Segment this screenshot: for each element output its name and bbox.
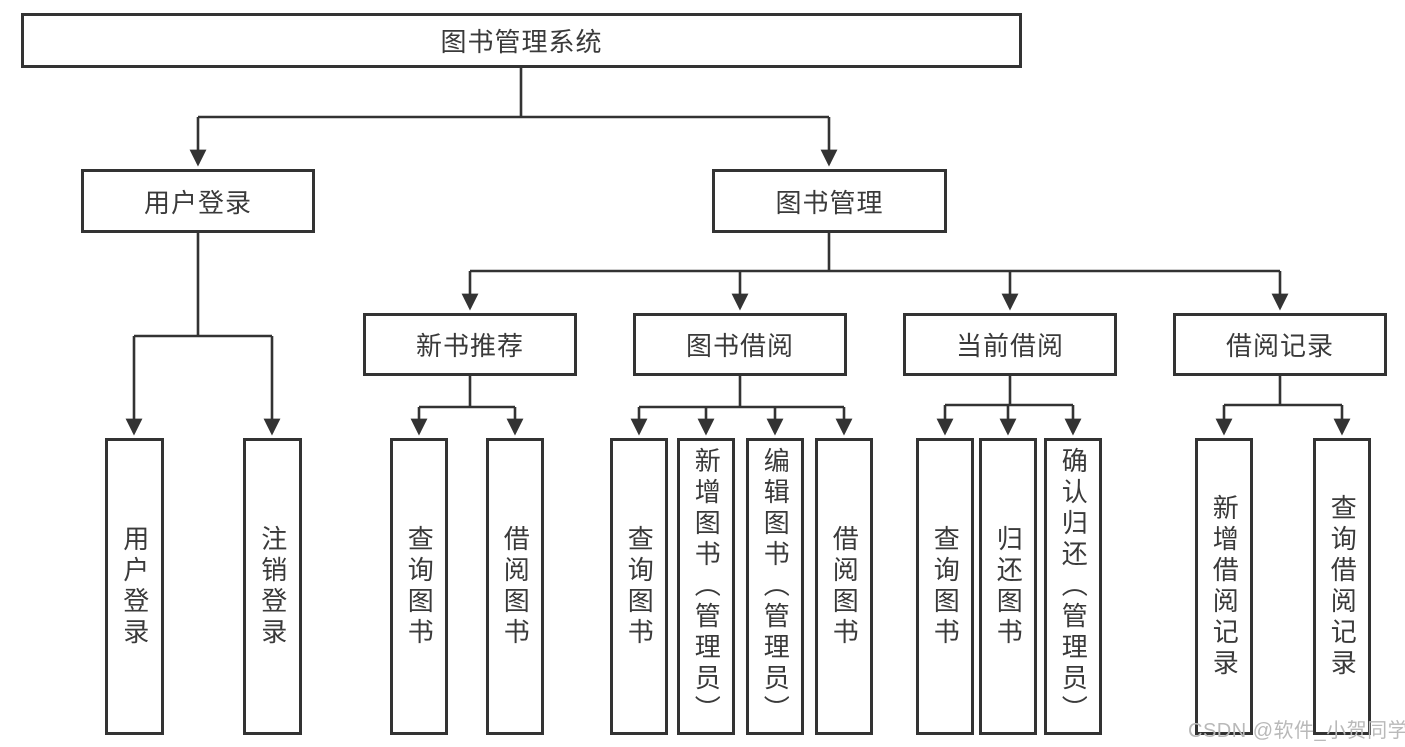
- leaf-return-book: 归还图书: [979, 438, 1037, 735]
- connector-new-book-recommend-children: [410, 376, 524, 436]
- leaf-query-borrow-record: 查询借阅记录: [1313, 438, 1371, 735]
- leaf-query-books-recommend: 查询图书: [390, 438, 448, 735]
- leaf-query-books-borrow: 查询图书: [610, 438, 668, 735]
- connector-borrow-records-children: [1215, 376, 1351, 436]
- node-borrow-records: 借阅记录: [1173, 313, 1387, 376]
- connector-user-login-children: [125, 233, 281, 436]
- leaf-borrow-books-recommend: 借阅图书: [486, 438, 544, 735]
- node-book-management: 图书管理: [712, 169, 947, 233]
- connector-current-borrow-children: [936, 376, 1082, 436]
- leaf-user-login: 用户登录: [105, 438, 164, 735]
- node-new-book-recommend: 新书推荐: [363, 313, 577, 376]
- leaf-add-book-admin: 新增图书（管理员）: [677, 438, 735, 735]
- leaf-confirm-return-admin: 确认归还（管理员）: [1044, 438, 1102, 735]
- node-library-management-system: 图书管理系统: [21, 13, 1022, 68]
- node-current-borrow: 当前借阅: [903, 313, 1117, 376]
- leaf-edit-book-admin: 编辑图书（管理员）: [746, 438, 804, 735]
- leaf-query-books-current: 查询图书: [916, 438, 974, 735]
- connector-root-to-level1: [189, 68, 838, 167]
- connector-book-management-to-level2: [461, 233, 1289, 311]
- leaf-add-borrow-record: 新增借阅记录: [1195, 438, 1253, 735]
- node-book-borrow: 图书借阅: [633, 313, 847, 376]
- node-user-login: 用户登录: [81, 169, 315, 233]
- csdn-watermark: CSDN @软件_小贺同学: [1188, 720, 1405, 742]
- leaf-borrow-books: 借阅图书: [815, 438, 873, 735]
- leaf-logout: 注销登录: [243, 438, 302, 735]
- connector-book-borrow-children: [630, 376, 853, 436]
